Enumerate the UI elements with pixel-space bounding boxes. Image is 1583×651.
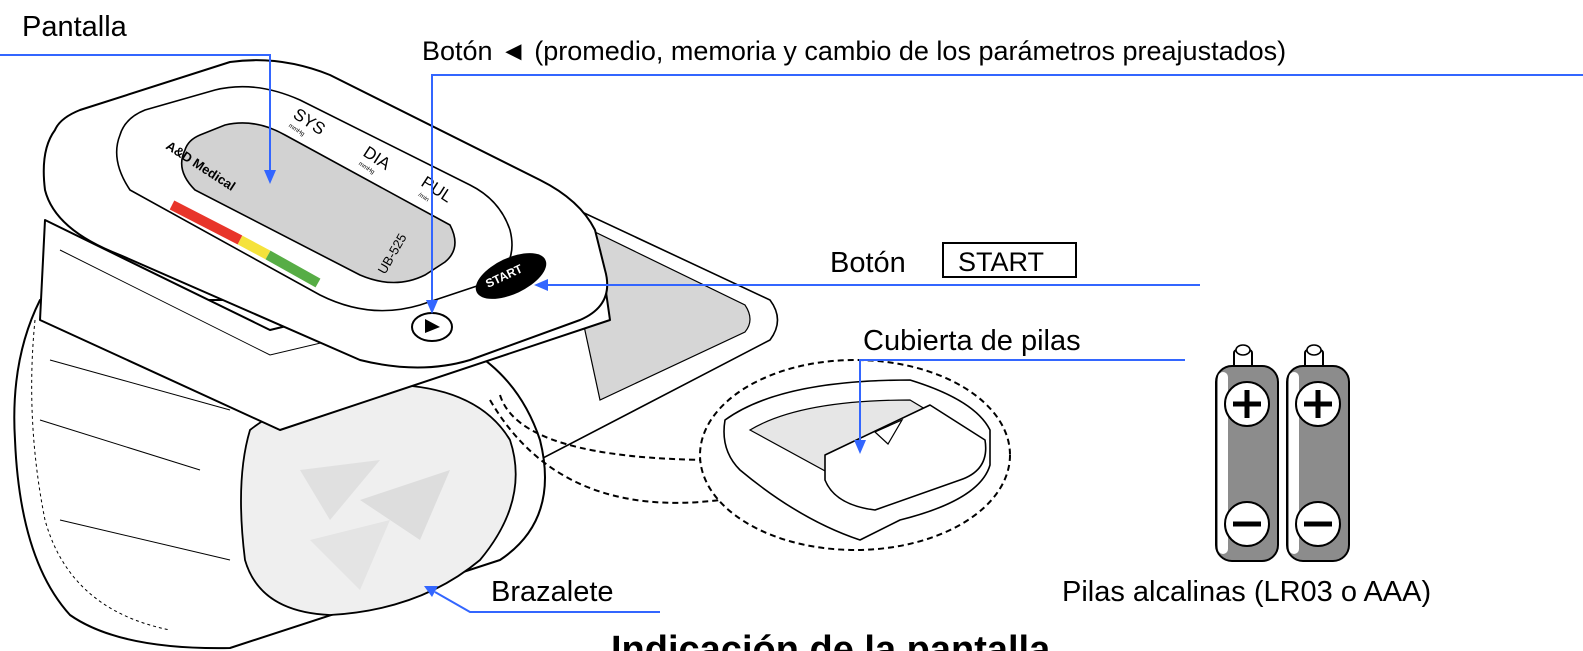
label-cubierta: Cubierta de pilas (863, 325, 1081, 357)
band-green (265, 250, 321, 288)
label-boton-flecha: Botón ◄ (promedio, memoria y cambio de l… (422, 36, 1286, 66)
label-start-key: START (958, 247, 1044, 277)
monitor-unit: A&D Medical SYS mmHg DIA mmHg PUL /min U… (39, 59, 611, 431)
band-yellow (237, 235, 271, 260)
label-pilas: Pilas alcalinas (LR03 o AAA) (1062, 576, 1431, 608)
battery-1 (1215, 344, 1279, 562)
lcd-display (180, 122, 456, 284)
battery-cover-zoom (489, 359, 1011, 551)
triangle-arrow-icon (425, 319, 440, 333)
section-heading: Indicación de la pantalla (611, 629, 1051, 651)
label-brazalete: Brazalete (491, 576, 614, 608)
band-red (169, 200, 243, 245)
label-boton-start: Botón (830, 247, 906, 279)
start-key-box (942, 242, 1077, 278)
label-pantalla: Pantalla (22, 11, 128, 43)
batteries (1215, 344, 1350, 562)
arrow-button[interactable] (411, 312, 453, 342)
cuff (13, 189, 779, 650)
leader-lines (0, 54, 1583, 613)
battery-2 (1286, 344, 1350, 562)
pul-unit: /min (417, 192, 430, 203)
